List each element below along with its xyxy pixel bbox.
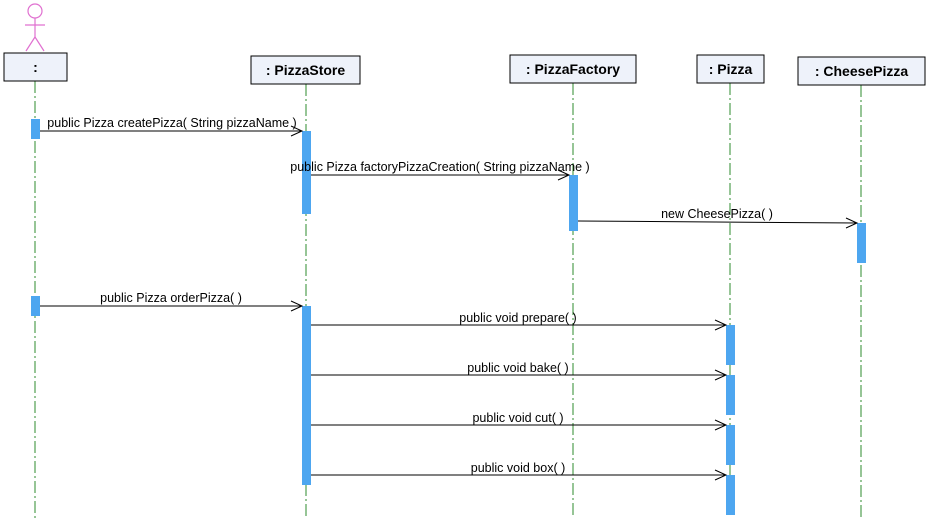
message-createpizza: public Pizza createPizza( String pizzaNa… bbox=[40, 116, 304, 137]
actor-head bbox=[27, 3, 43, 19]
message-factorypizzacreation: public Pizza factoryPizzaCreation( Strin… bbox=[290, 160, 590, 181]
message-orderpizza: public Pizza orderPizza( ) bbox=[40, 291, 304, 312]
activation-bar-actor bbox=[31, 119, 40, 139]
message-label: public void bake( ) bbox=[467, 361, 568, 375]
actor-figure bbox=[25, 3, 45, 52]
message-new-cheesepizza: new CheesePizza( ) bbox=[577, 207, 859, 229]
message-label: public void box( ) bbox=[471, 461, 566, 475]
actor-right-leg bbox=[34, 36, 45, 52]
arrowhead bbox=[557, 169, 571, 181]
activation-bar-pizza bbox=[726, 325, 735, 365]
activation-bar-actor bbox=[31, 296, 40, 316]
activation-bar-pizza bbox=[726, 375, 735, 415]
arrowhead bbox=[290, 125, 304, 137]
activation-bar-pizzastore bbox=[302, 306, 311, 485]
message-label: public Pizza factoryPizzaCreation( Strin… bbox=[290, 160, 589, 174]
activation-bars bbox=[31, 119, 866, 515]
participant-label: : Pizza bbox=[709, 61, 753, 77]
message-arrow bbox=[577, 220, 858, 224]
participant-box bbox=[250, 55, 361, 85]
message-label: new CheesePizza( ) bbox=[661, 207, 773, 221]
participant-box bbox=[797, 56, 926, 86]
arrowhead bbox=[714, 319, 728, 331]
participant-label: : bbox=[33, 59, 38, 75]
activation-bar-pizzafactory bbox=[569, 175, 578, 231]
message-label: public Pizza createPizza( String pizzaNa… bbox=[47, 116, 296, 130]
participant-cheesepizza: : CheesePizza bbox=[797, 56, 926, 86]
participant-pizza: : Pizza bbox=[696, 54, 765, 84]
participant-box bbox=[3, 52, 68, 82]
arrowhead bbox=[290, 300, 304, 312]
participant-label: : PizzaStore bbox=[266, 62, 346, 78]
message-label: public Pizza orderPizza( ) bbox=[100, 291, 242, 305]
arrowhead bbox=[714, 419, 728, 431]
actor-left-leg bbox=[25, 36, 36, 52]
message-prepare: public void prepare( ) bbox=[311, 311, 728, 331]
message-bake: public void bake( ) bbox=[311, 361, 728, 381]
participant-pizzastore: : PizzaStore bbox=[250, 55, 361, 85]
participant-label: : PizzaFactory bbox=[526, 61, 620, 77]
message-label: public void prepare( ) bbox=[459, 311, 576, 325]
participant-box bbox=[696, 54, 765, 84]
participant-pizzafactory: : PizzaFactory bbox=[509, 54, 637, 84]
message-label: public void cut( ) bbox=[472, 411, 563, 425]
activation-bar-pizza bbox=[726, 425, 735, 465]
message-cut: public void cut( ) bbox=[311, 411, 728, 431]
arrowhead bbox=[714, 469, 728, 481]
participant-box bbox=[509, 54, 637, 84]
activation-bar-pizzastore bbox=[302, 131, 311, 214]
arrowhead bbox=[845, 217, 859, 229]
arrowhead bbox=[714, 369, 728, 381]
participant-label: : CheesePizza bbox=[815, 63, 909, 79]
activation-bar-cheesepizza bbox=[857, 223, 866, 263]
activation-bar-pizza bbox=[726, 475, 735, 515]
participant-actor: : bbox=[3, 52, 68, 82]
message-box: public void box( ) bbox=[311, 461, 728, 481]
